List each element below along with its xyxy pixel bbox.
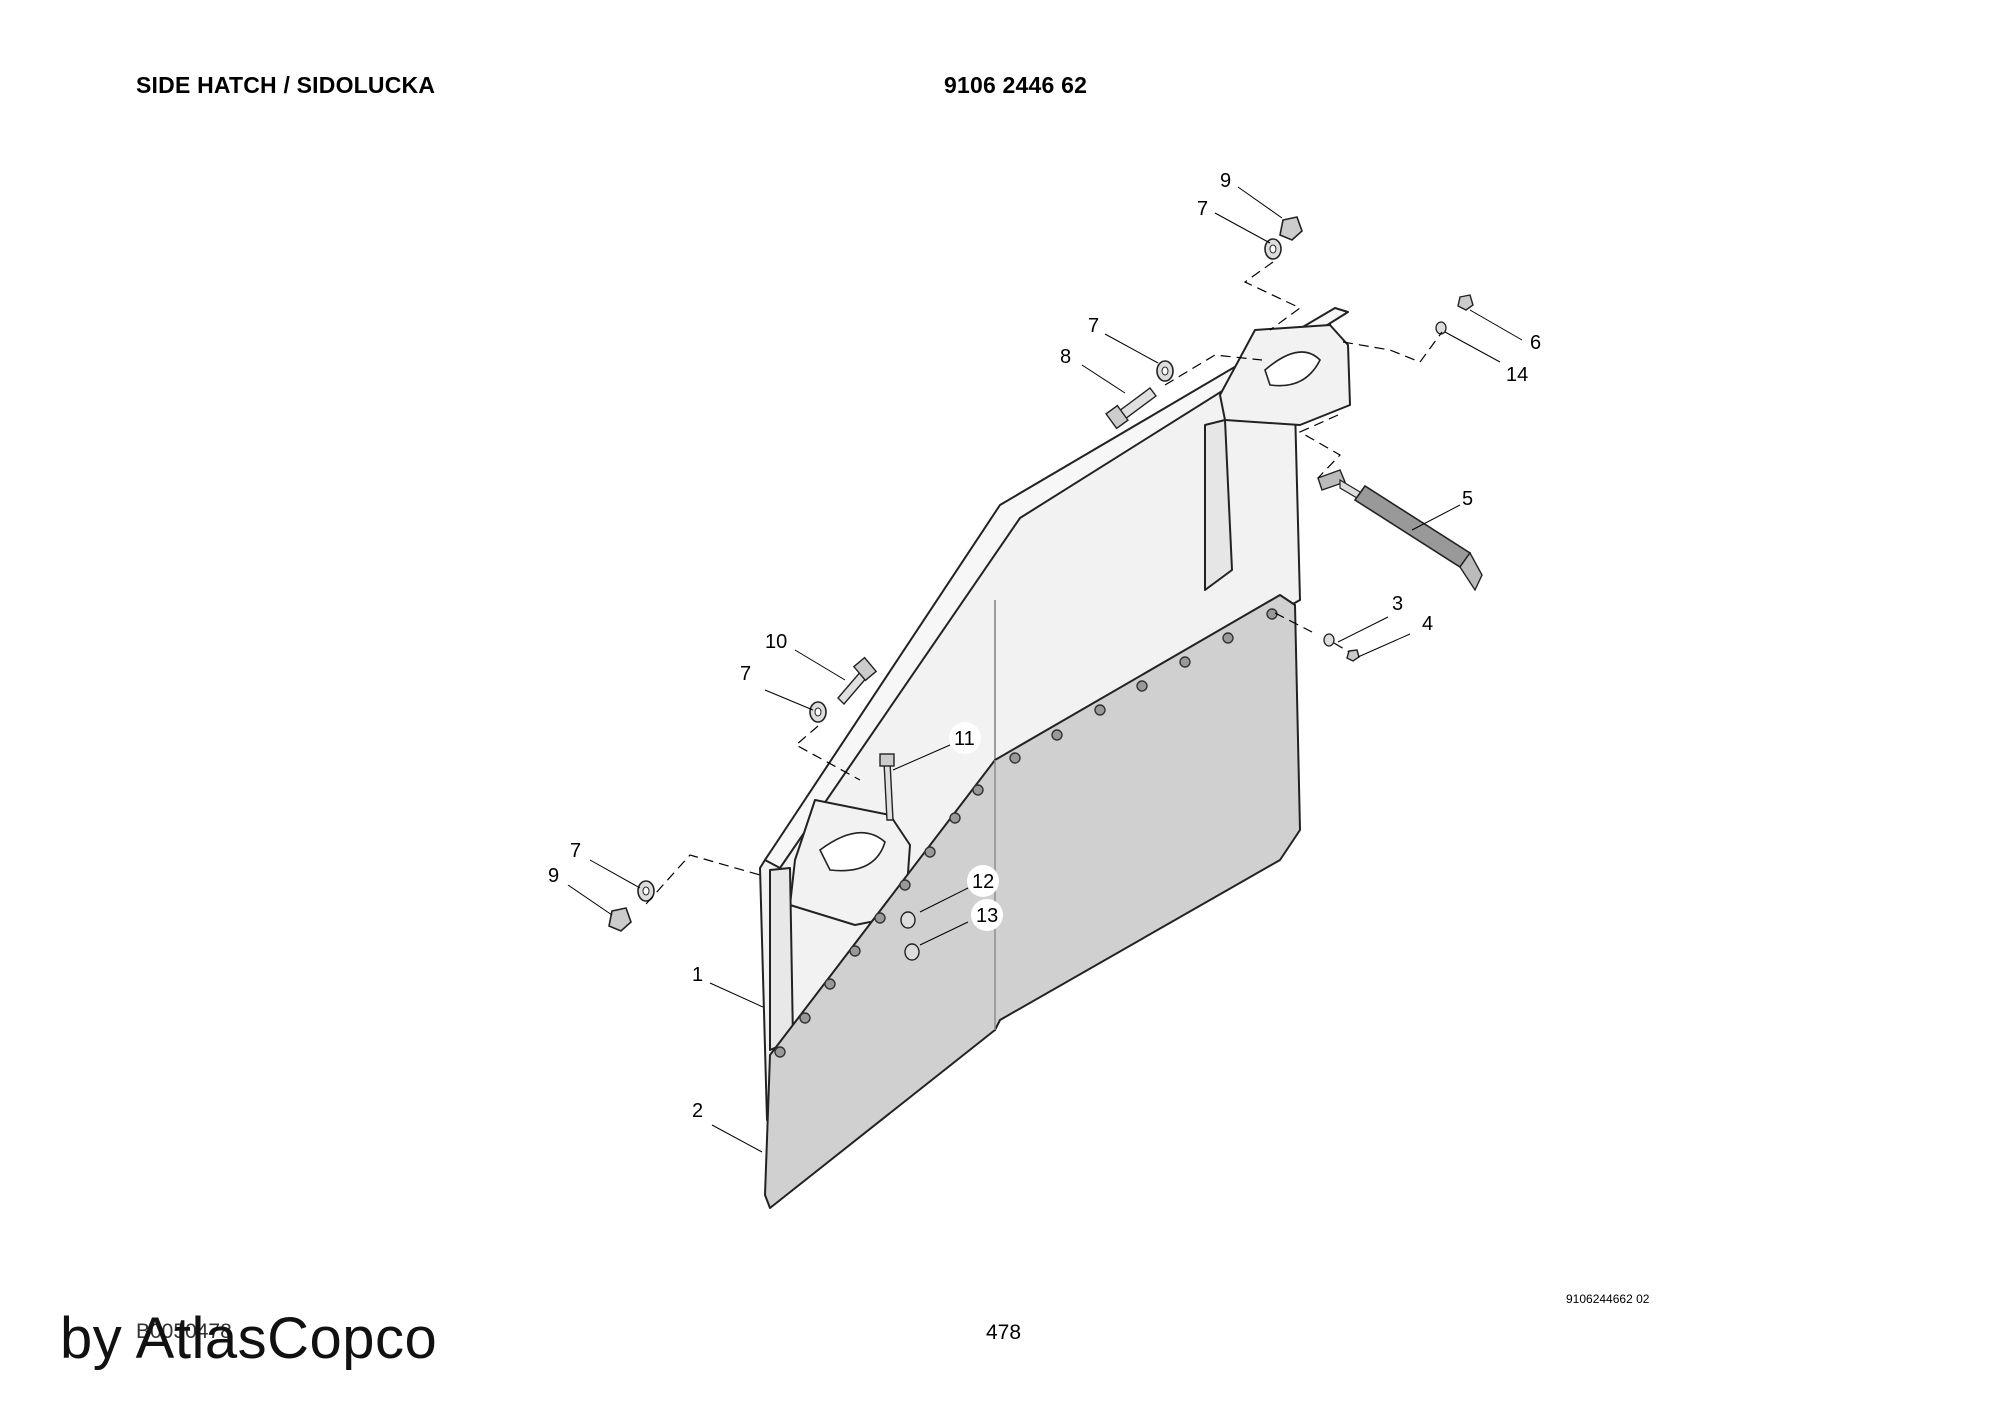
- callout-label: 1: [692, 964, 703, 986]
- drawing-reference: 9106244662 02: [1566, 1292, 1650, 1306]
- callout-label: 7: [740, 663, 751, 685]
- part-number: 9106 2446 62: [944, 72, 1088, 98]
- callout-label: 4: [1422, 613, 1433, 635]
- callout-label: 13: [976, 905, 998, 927]
- callout-label: 9: [1220, 170, 1231, 192]
- callout-label: 11: [954, 728, 975, 750]
- callout-label: 3: [1392, 593, 1403, 615]
- drawing-code: B0050478: [136, 1320, 232, 1343]
- callout-numbers: 9 7 7 8 6 14 5 3 4 10 7 11 7 9 12 13 1 2: [548, 170, 1541, 1122]
- callout-label: 7: [570, 840, 581, 862]
- grey-panel: [764, 594, 1301, 1209]
- callout-label: 5: [1462, 488, 1473, 510]
- bolt-icon: [837, 387, 1157, 821]
- page-title: SIDE HATCH / SIDOLUCKA: [136, 72, 436, 98]
- callout-label: 9: [548, 865, 559, 887]
- callout-label: 10: [765, 631, 787, 653]
- washer-icon: [637, 238, 1447, 961]
- callout-label: 8: [1060, 346, 1071, 368]
- callout-label: 2: [692, 1100, 703, 1122]
- leader-lines: [567, 186, 1523, 1153]
- callout-badges: [949, 722, 1003, 931]
- page-number: 478: [986, 1321, 1022, 1344]
- callout-label: 7: [1088, 315, 1099, 337]
- callout-label: 7: [1197, 198, 1208, 220]
- callout-label: 12: [972, 871, 994, 893]
- assembly-lines: [645, 261, 1443, 905]
- watermark: by AtlasCopco: [60, 1306, 438, 1371]
- nut-icon: [608, 216, 1474, 932]
- rivet-row: [774, 608, 1278, 1058]
- callout-label: 6: [1530, 332, 1541, 354]
- gas-spring-icon: [1317, 469, 1483, 592]
- callout-label: 14: [1506, 364, 1528, 386]
